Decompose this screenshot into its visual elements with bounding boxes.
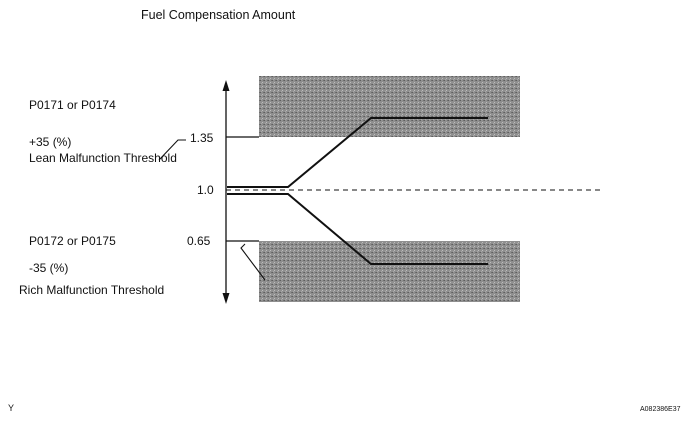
rich-malfunction-zone (259, 241, 520, 302)
upper-code-label: P0171 or P0174 (29, 98, 116, 112)
footer-left-mark: Y (8, 403, 15, 413)
lean-threshold-label: Lean Malfunction Threshold (29, 151, 177, 165)
figure-code: A082386E37 (640, 406, 681, 413)
rich-trace (227, 193, 488, 265)
upper-percent-label: +35 (%) (29, 135, 72, 149)
lower-code-label: P0172 or P0175 (29, 234, 116, 248)
center-value-label: 1.0 (197, 183, 214, 197)
diagram-title: Fuel Compensation Amount (141, 8, 296, 22)
lean-trace (227, 117, 488, 188)
lower-percent-label: -35 (%) (29, 261, 69, 275)
rich-threshold-label: Rich Malfunction Threshold (19, 283, 165, 297)
lower-leader-line (240, 243, 266, 281)
upper-value-label: 1.35 (190, 131, 214, 145)
lean-malfunction-zone (259, 76, 520, 137)
axis-arrow-down-icon (222, 293, 230, 304)
axis-arrow-up-icon (222, 80, 230, 91)
lower-value-label: 0.65 (187, 234, 211, 248)
upper-leader-line (158, 139, 186, 161)
